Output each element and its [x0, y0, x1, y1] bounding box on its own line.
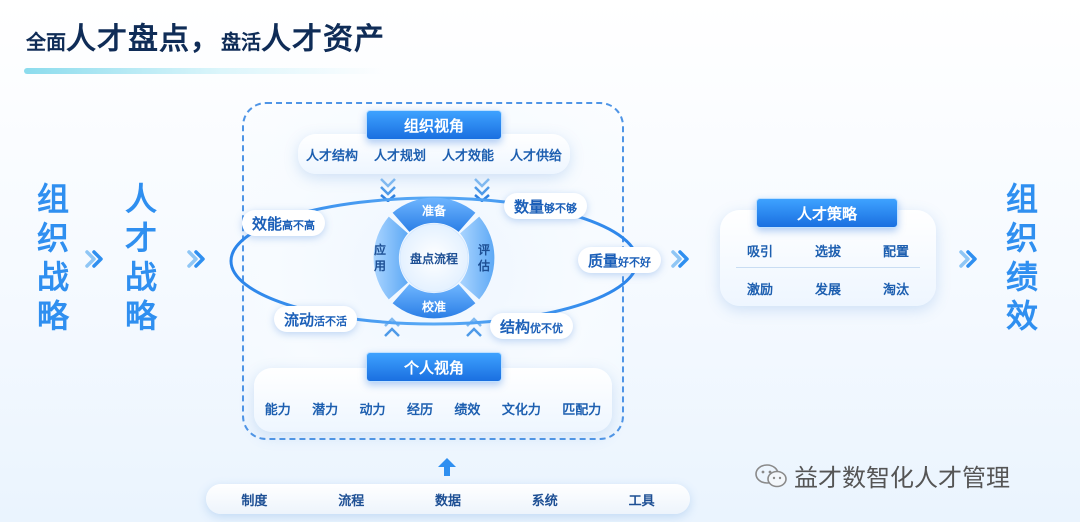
strategy-item: 配置: [882, 245, 909, 260]
cycle-step-apply: 应用: [374, 243, 387, 273]
strategy-divider: [736, 267, 920, 268]
strategy-item: 淘汰: [882, 283, 909, 298]
word-char: 织: [1005, 219, 1038, 257]
chevron-right-icon: [85, 250, 103, 268]
personal-item: 潜力: [312, 402, 339, 418]
word-char: 战: [36, 258, 69, 296]
badge-flow: 流动活不活: [274, 306, 358, 332]
title-mid: 盘活: [221, 30, 261, 54]
strategy-item: 发展: [814, 283, 841, 298]
personal-item: 经历: [406, 402, 433, 418]
badge-sub: 够不够: [544, 202, 578, 215]
word-char: 人: [124, 180, 157, 218]
title-prefix: 全面: [26, 30, 66, 54]
strategy-item: 吸引: [746, 245, 773, 260]
badge-sub: 活不活: [314, 315, 348, 328]
org-item: 人才效能: [441, 148, 494, 164]
org-view-header: 组织视角: [366, 110, 502, 140]
badge-efficiency: 效能高不高: [242, 210, 326, 236]
badge-main: 效能: [252, 215, 283, 233]
foundation-item: 制度: [241, 493, 268, 509]
foundation-item: 流程: [338, 493, 365, 509]
org-item: 人才规划: [373, 148, 426, 164]
title-underline: [24, 68, 384, 74]
badge-sub: 高不高: [282, 219, 316, 232]
wechat-icon: [755, 463, 787, 487]
badge-main: 结构: [500, 318, 531, 336]
foundation-bar: 制度 流程 数据 系统 工具: [206, 484, 690, 514]
badge-quantity: 数量够不够: [504, 193, 588, 219]
foundation-item: 系统: [531, 493, 558, 509]
word-char: 织: [36, 219, 69, 257]
foundation-item: 数据: [434, 493, 461, 509]
talent-strategy-header: 人才策略: [756, 198, 898, 228]
talent-strategy-word: 人 才 战 略: [121, 180, 161, 336]
badge-main: 流动: [284, 311, 315, 329]
cycle-step-evaluate: 评估: [478, 243, 491, 273]
strategy-row-1: 吸引 选拔 配置: [730, 241, 926, 260]
org-strategy-word: 组 织 战 略: [33, 180, 73, 336]
org-view-panel: 人才结构 人才规划 人才效能 人才供给: [298, 134, 570, 174]
org-item: 人才结构: [305, 148, 358, 164]
badge-main: 数量: [514, 198, 545, 216]
word-char: 绩: [1005, 258, 1038, 296]
strategy-row-2: 激励 发展 淘汰: [730, 279, 926, 298]
arrow-up-icon: [438, 458, 456, 476]
cycle-center: 盘点流程: [409, 252, 458, 266]
watermark-text: 益才数智化人才管理: [794, 464, 1010, 492]
strategy-item: 激励: [746, 283, 773, 298]
watermark: 益才数智化人才管理: [754, 458, 1010, 493]
page-title: 全面人才盘点，盘活人才资产: [26, 14, 385, 58]
org-performance-word: 组 织 绩 效: [1002, 180, 1042, 336]
badge-quality: 质量好不好: [578, 247, 662, 273]
chevron-right-icon: [187, 250, 205, 268]
badge-main: 质量: [588, 252, 619, 270]
chevron-right-icon: [959, 250, 977, 268]
word-char: 略: [36, 297, 69, 335]
foundation-item: 工具: [628, 493, 655, 509]
personal-item: 动力: [359, 402, 386, 418]
org-item: 人才供给: [509, 148, 562, 164]
word-char: 组: [1005, 180, 1038, 218]
title-main-1: 人才盘点，: [66, 22, 221, 57]
badge-structure: 结构优不优: [490, 313, 574, 339]
personal-item: 能力: [264, 402, 291, 418]
word-char: 战: [124, 258, 157, 296]
title-main-2: 人才资产: [261, 22, 385, 57]
personal-view-header: 个人视角: [366, 352, 502, 382]
inventory-cycle-wheel: [373, 197, 495, 319]
badge-sub: 好不好: [618, 256, 652, 269]
cycle-step-prepare: 准备: [421, 204, 446, 218]
chevron-right-icon: [671, 250, 689, 268]
word-char: 略: [124, 297, 157, 335]
strategy-item: 选拔: [814, 245, 841, 260]
cycle-step-calibrate: 校准: [421, 300, 446, 314]
word-char: 组: [36, 180, 69, 218]
personal-item: 文化力: [501, 402, 541, 418]
personal-item: 匹配力: [562, 402, 602, 418]
word-char: 效: [1005, 297, 1038, 335]
word-char: 才: [124, 219, 157, 257]
personal-item: 绩效: [454, 402, 481, 418]
badge-sub: 优不优: [530, 322, 564, 335]
